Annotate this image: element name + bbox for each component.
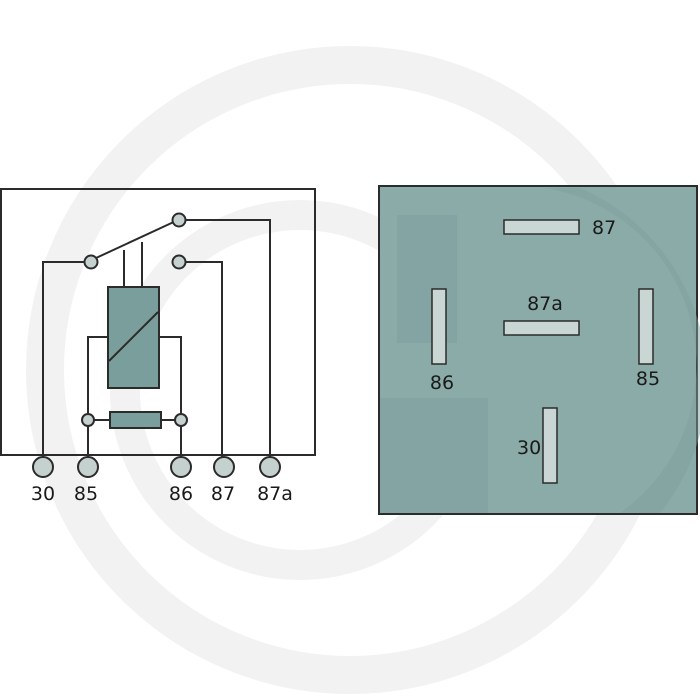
- relay-schematic: [0, 188, 316, 478]
- panel-watermark-shade: [380, 215, 488, 513]
- contact-87: [171, 254, 187, 270]
- blade-label-87: 87: [592, 217, 616, 239]
- pin-30: [32, 456, 54, 478]
- pin-87: [213, 456, 235, 478]
- pin-label-86: 86: [169, 483, 193, 505]
- contact-30: [83, 254, 99, 270]
- blade-label-86: 86: [430, 372, 454, 394]
- junction-86: [174, 413, 188, 427]
- schematic-pin-labels: 30 85 86 87 87a: [31, 483, 293, 505]
- switch-arm: [95, 219, 179, 259]
- schematic-frame: [0, 188, 316, 456]
- junction-85: [81, 413, 95, 427]
- contact-87a: [171, 212, 187, 228]
- pin-label-30: 30: [31, 483, 55, 505]
- blade-label-85: 85: [636, 368, 660, 390]
- wire-86: [159, 336, 182, 465]
- wire-87: [186, 261, 223, 465]
- pin-label-87: 87: [211, 483, 235, 505]
- resistor: [109, 411, 162, 429]
- pin-label-87a: 87a: [257, 483, 293, 505]
- pin-label-85: 85: [74, 483, 98, 505]
- pin-86: [170, 456, 192, 478]
- blade-86: [431, 288, 447, 365]
- relay-footprint: 87 87a 86 85 30: [378, 185, 700, 515]
- coil-diagonal: [108, 311, 159, 362]
- wire-85: [87, 336, 108, 465]
- wire-30: [42, 261, 90, 465]
- blade-85: [638, 288, 654, 365]
- blade-87a: [503, 320, 580, 336]
- blade-87: [503, 219, 580, 235]
- pin-85: [77, 456, 99, 478]
- blade-30: [542, 407, 558, 484]
- blade-label-30: 30: [517, 437, 541, 459]
- blade-label-87a: 87a: [527, 293, 563, 315]
- pin-87a: [259, 456, 281, 478]
- wire-87a: [186, 219, 271, 465]
